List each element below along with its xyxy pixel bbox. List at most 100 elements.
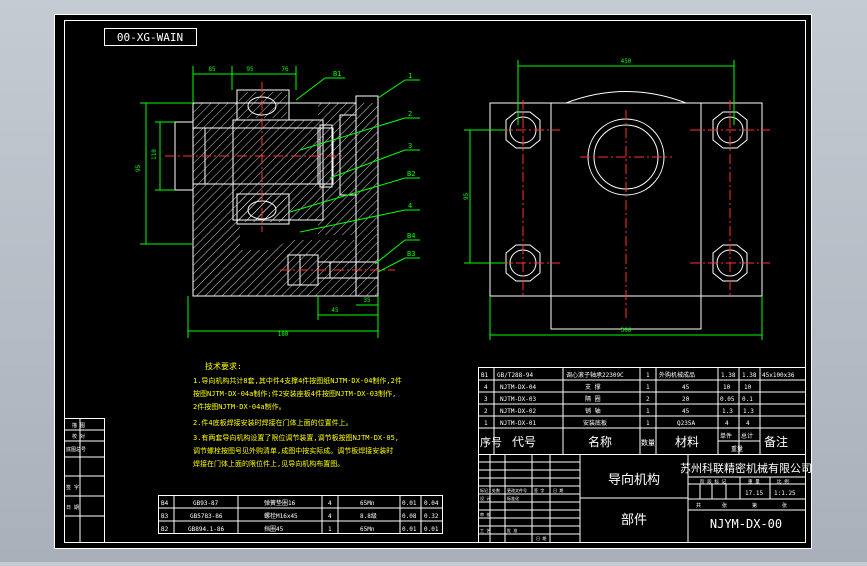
svg-text:4: 4 (328, 500, 332, 507)
drawing-code-text: 00-XG-WAIN (117, 31, 183, 44)
tb-label-change: 更改文件号 (507, 487, 527, 493)
svg-text:代号: 代号 (512, 435, 536, 449)
svg-text:1.38: 1.38 (742, 372, 757, 379)
side-signature-table: 描 图 校 对 底图总号 签 字 日 期 (64, 418, 105, 543)
svg-text:3: 3 (484, 396, 488, 403)
svg-text:4: 4 (328, 513, 332, 520)
mount-plate-outline (355, 95, 379, 297)
tech-line-1: 1.导向机构共计8套,其中件4支撑4件按图纸NJTM-DX-04制作,2件 (193, 376, 402, 385)
svg-text:10: 10 (744, 384, 752, 391)
balloon-4: 4 (408, 202, 412, 210)
svg-text:8.8级: 8.8级 (360, 512, 377, 520)
svg-text:安装底板: 安装底板 (583, 419, 607, 427)
svg-text:45: 45 (682, 408, 690, 415)
balloon-2: 2 (408, 110, 412, 118)
dim-plan-side: 95 (463, 192, 470, 200)
tech-line-3: 2件按图NJTM-DX-04a制作。 (193, 402, 286, 411)
svg-text:1.38: 1.38 (721, 372, 736, 379)
svg-text:NJTM-DX-02: NJTM-DX-02 (500, 408, 537, 415)
svg-text:0.08: 0.08 (402, 513, 417, 520)
sheet-outer-border (54, 14, 812, 549)
balloon-b4: B4 (407, 232, 415, 240)
svg-text:0.32: 0.32 (424, 513, 439, 520)
tb-label-sign: 签 字 (534, 487, 544, 493)
svg-text:45x100x36: 45x100x36 (762, 372, 795, 379)
svg-text:4: 4 (725, 420, 729, 427)
plan-view (480, 91, 770, 330)
svg-text:2: 2 (646, 396, 650, 403)
svg-text:1.3: 1.3 (722, 408, 733, 415)
drawing-code-box (104, 28, 197, 46)
svg-text:45: 45 (682, 384, 690, 391)
support-base-hatch (193, 240, 356, 296)
svg-text:GB93-87: GB93-87 (193, 500, 219, 507)
svg-text:65Mn: 65Mn (360, 526, 375, 533)
part-name: 导向机构 (608, 472, 660, 488)
svg-text:1: 1 (646, 420, 650, 427)
mount-plate-hatch (356, 103, 378, 296)
svg-text:序号: 序号 (480, 435, 502, 449)
svg-text:2: 2 (484, 408, 488, 415)
part-balloons: B1 1 2 3 B2 4 B4 B3 (289, 70, 420, 273)
svg-text:销 轴: 销 轴 (585, 407, 601, 415)
tb-date-label: 日 期 (536, 535, 546, 541)
balloon-b3: B3 (407, 250, 415, 258)
stage-label: 阶 段 标 记 (700, 478, 727, 485)
side-label-1: 描 图 (72, 422, 85, 429)
svg-text:4: 4 (484, 384, 488, 391)
tb-label-design: 设 计 (480, 495, 490, 501)
sheet-total-suffix: 张 (722, 502, 727, 509)
title-block: 标记 处数 更改文件号 签 字 日 期 设 计 审 核 工 艺 标准化 批 准 … (478, 454, 812, 543)
bearing-lower-hatch (239, 196, 287, 222)
dim-top-c: 76 (281, 66, 289, 73)
svg-text:数量: 数量 (641, 438, 655, 447)
svg-text:0.1: 0.1 (742, 396, 753, 403)
tech-line-4: 2.件4底板焊接安装时焊接在门体上面的位置件上。 (193, 418, 353, 427)
section-view (165, 82, 395, 297)
bom-table: B1 GB/T288-94 调心滚子轴承22309C 1 外购机械成品 1.38… (478, 367, 806, 455)
sheet-total-prefix: 共 (696, 502, 701, 509)
dim-bottom-b: 45 (331, 307, 339, 314)
svg-text:1: 1 (328, 526, 332, 533)
svg-text:总计: 总计 (741, 432, 753, 440)
scale-value: 1:1.25 (774, 490, 796, 497)
side-label-2: 校 对 (72, 433, 85, 440)
bom-row-4: 4 NJTM-DX-04 支 撑 1 45 10 10 (484, 383, 752, 391)
side-label-4: 签 字 (66, 484, 79, 491)
bom-row-3: 3 NJTM-DX-03 隔 圈 2 20 0.05 0.1 (484, 395, 753, 403)
dim-plan-top: 450 (621, 58, 632, 65)
svg-text:65Mn: 65Mn (360, 500, 375, 507)
sheet-no-suffix: 张 (782, 502, 787, 509)
housing-hatch (193, 103, 356, 250)
tb-label-mark: 标记 (480, 487, 488, 493)
standard-parts-table: B4 GB93-87 弹簧垫圈16 4 65Mn 0.01 0.04 B3 GB… (158, 495, 443, 534)
svg-text:0.01: 0.01 (402, 526, 417, 533)
part-category: 部件 (621, 513, 647, 528)
svg-text:GB/T288-94: GB/T288-94 (497, 372, 534, 379)
std-row-b2: B2 GB894.1-86 挡圈45 1 65Mn 0.01 0.01 (161, 525, 439, 533)
sheet-no-prefix: 第 (752, 502, 757, 509)
bom-header: 序号 代号 名称 数量 材料 单件 总计 重量 备注 (480, 432, 788, 453)
svg-text:4: 4 (746, 420, 750, 427)
svg-text:支 撑: 支 撑 (585, 383, 601, 391)
tech-line-7: 焊接在门体上面的限位件上,见导向机构布置图。 (193, 459, 344, 468)
svg-text:名称: 名称 (588, 434, 612, 449)
tb-label-craft: 工 艺 (480, 528, 490, 533)
svg-text:B2: B2 (161, 526, 169, 533)
bearing-housing-arc (565, 91, 687, 104)
svg-text:20: 20 (682, 396, 690, 403)
scale-label: 比 例 (777, 478, 789, 485)
svg-text:B4: B4 (161, 500, 169, 507)
bom-row-2: 2 NJTM-DX-02 销 轴 1 45 1.3 1.3 (484, 407, 754, 415)
balloon-b2: B2 (407, 170, 415, 178)
tech-title: 技术要求: (205, 361, 242, 371)
svg-text:挡圈45: 挡圈45 (264, 525, 284, 533)
svg-text:1: 1 (646, 372, 650, 379)
svg-text:隔 圈: 隔 圈 (585, 395, 601, 403)
side-label-3: 底图总号 (66, 446, 86, 453)
svg-text:10: 10 (723, 384, 731, 391)
svg-text:1.3: 1.3 (743, 408, 754, 415)
bom-row-b1: B1 GB/T288-94 调心滚子轴承22309C 1 外购机械成品 1.38… (481, 371, 795, 379)
bearing-upper-hatch (239, 92, 287, 118)
